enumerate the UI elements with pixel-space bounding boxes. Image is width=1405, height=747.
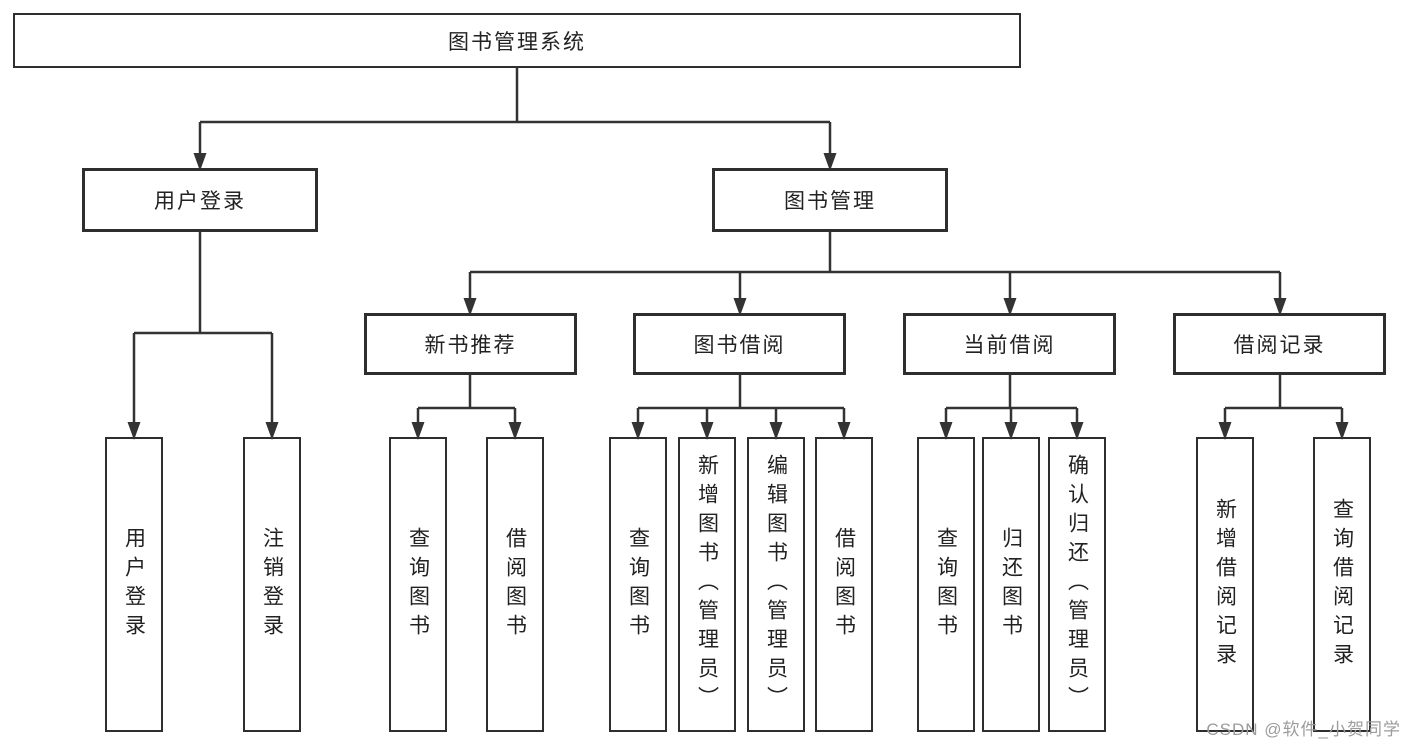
- node-new-book-recommend: 新书推荐: [364, 313, 577, 375]
- node-user-login-module: 用户登录: [82, 168, 318, 232]
- csdn-watermark: CSDN @软件_小贺同学: [1206, 720, 1401, 739]
- leaf-return-book: 归还图书: [982, 437, 1040, 732]
- node-book-management-module: 图书管理: [712, 168, 948, 232]
- node-library-management-system: 图书管理系统: [13, 13, 1021, 68]
- leaf-borrow-books: 借阅图书: [815, 437, 873, 732]
- leaf-query-books-borrow: 查询图书: [609, 437, 667, 732]
- leaf-logout: 注销登录: [243, 437, 301, 732]
- node-book-borrow: 图书借阅: [633, 313, 846, 375]
- leaf-add-book-admin: 新增图书（管理员）: [678, 437, 736, 732]
- leaf-query-books-recommend: 查询图书: [389, 437, 447, 732]
- leaf-add-borrow-record: 新增借阅记录: [1196, 437, 1254, 732]
- leaf-query-borrow-record: 查询借阅记录: [1313, 437, 1371, 732]
- leaf-confirm-return-admin: 确认归还（管理员）: [1048, 437, 1106, 732]
- node-current-borrow: 当前借阅: [903, 313, 1116, 375]
- node-borrow-records: 借阅记录: [1173, 313, 1386, 375]
- leaf-query-books-current: 查询图书: [917, 437, 975, 732]
- leaf-borrow-books-recommend: 借阅图书: [486, 437, 544, 732]
- leaf-user-login: 用户登录: [105, 437, 163, 732]
- leaf-edit-book-admin: 编辑图书（管理员）: [747, 437, 805, 732]
